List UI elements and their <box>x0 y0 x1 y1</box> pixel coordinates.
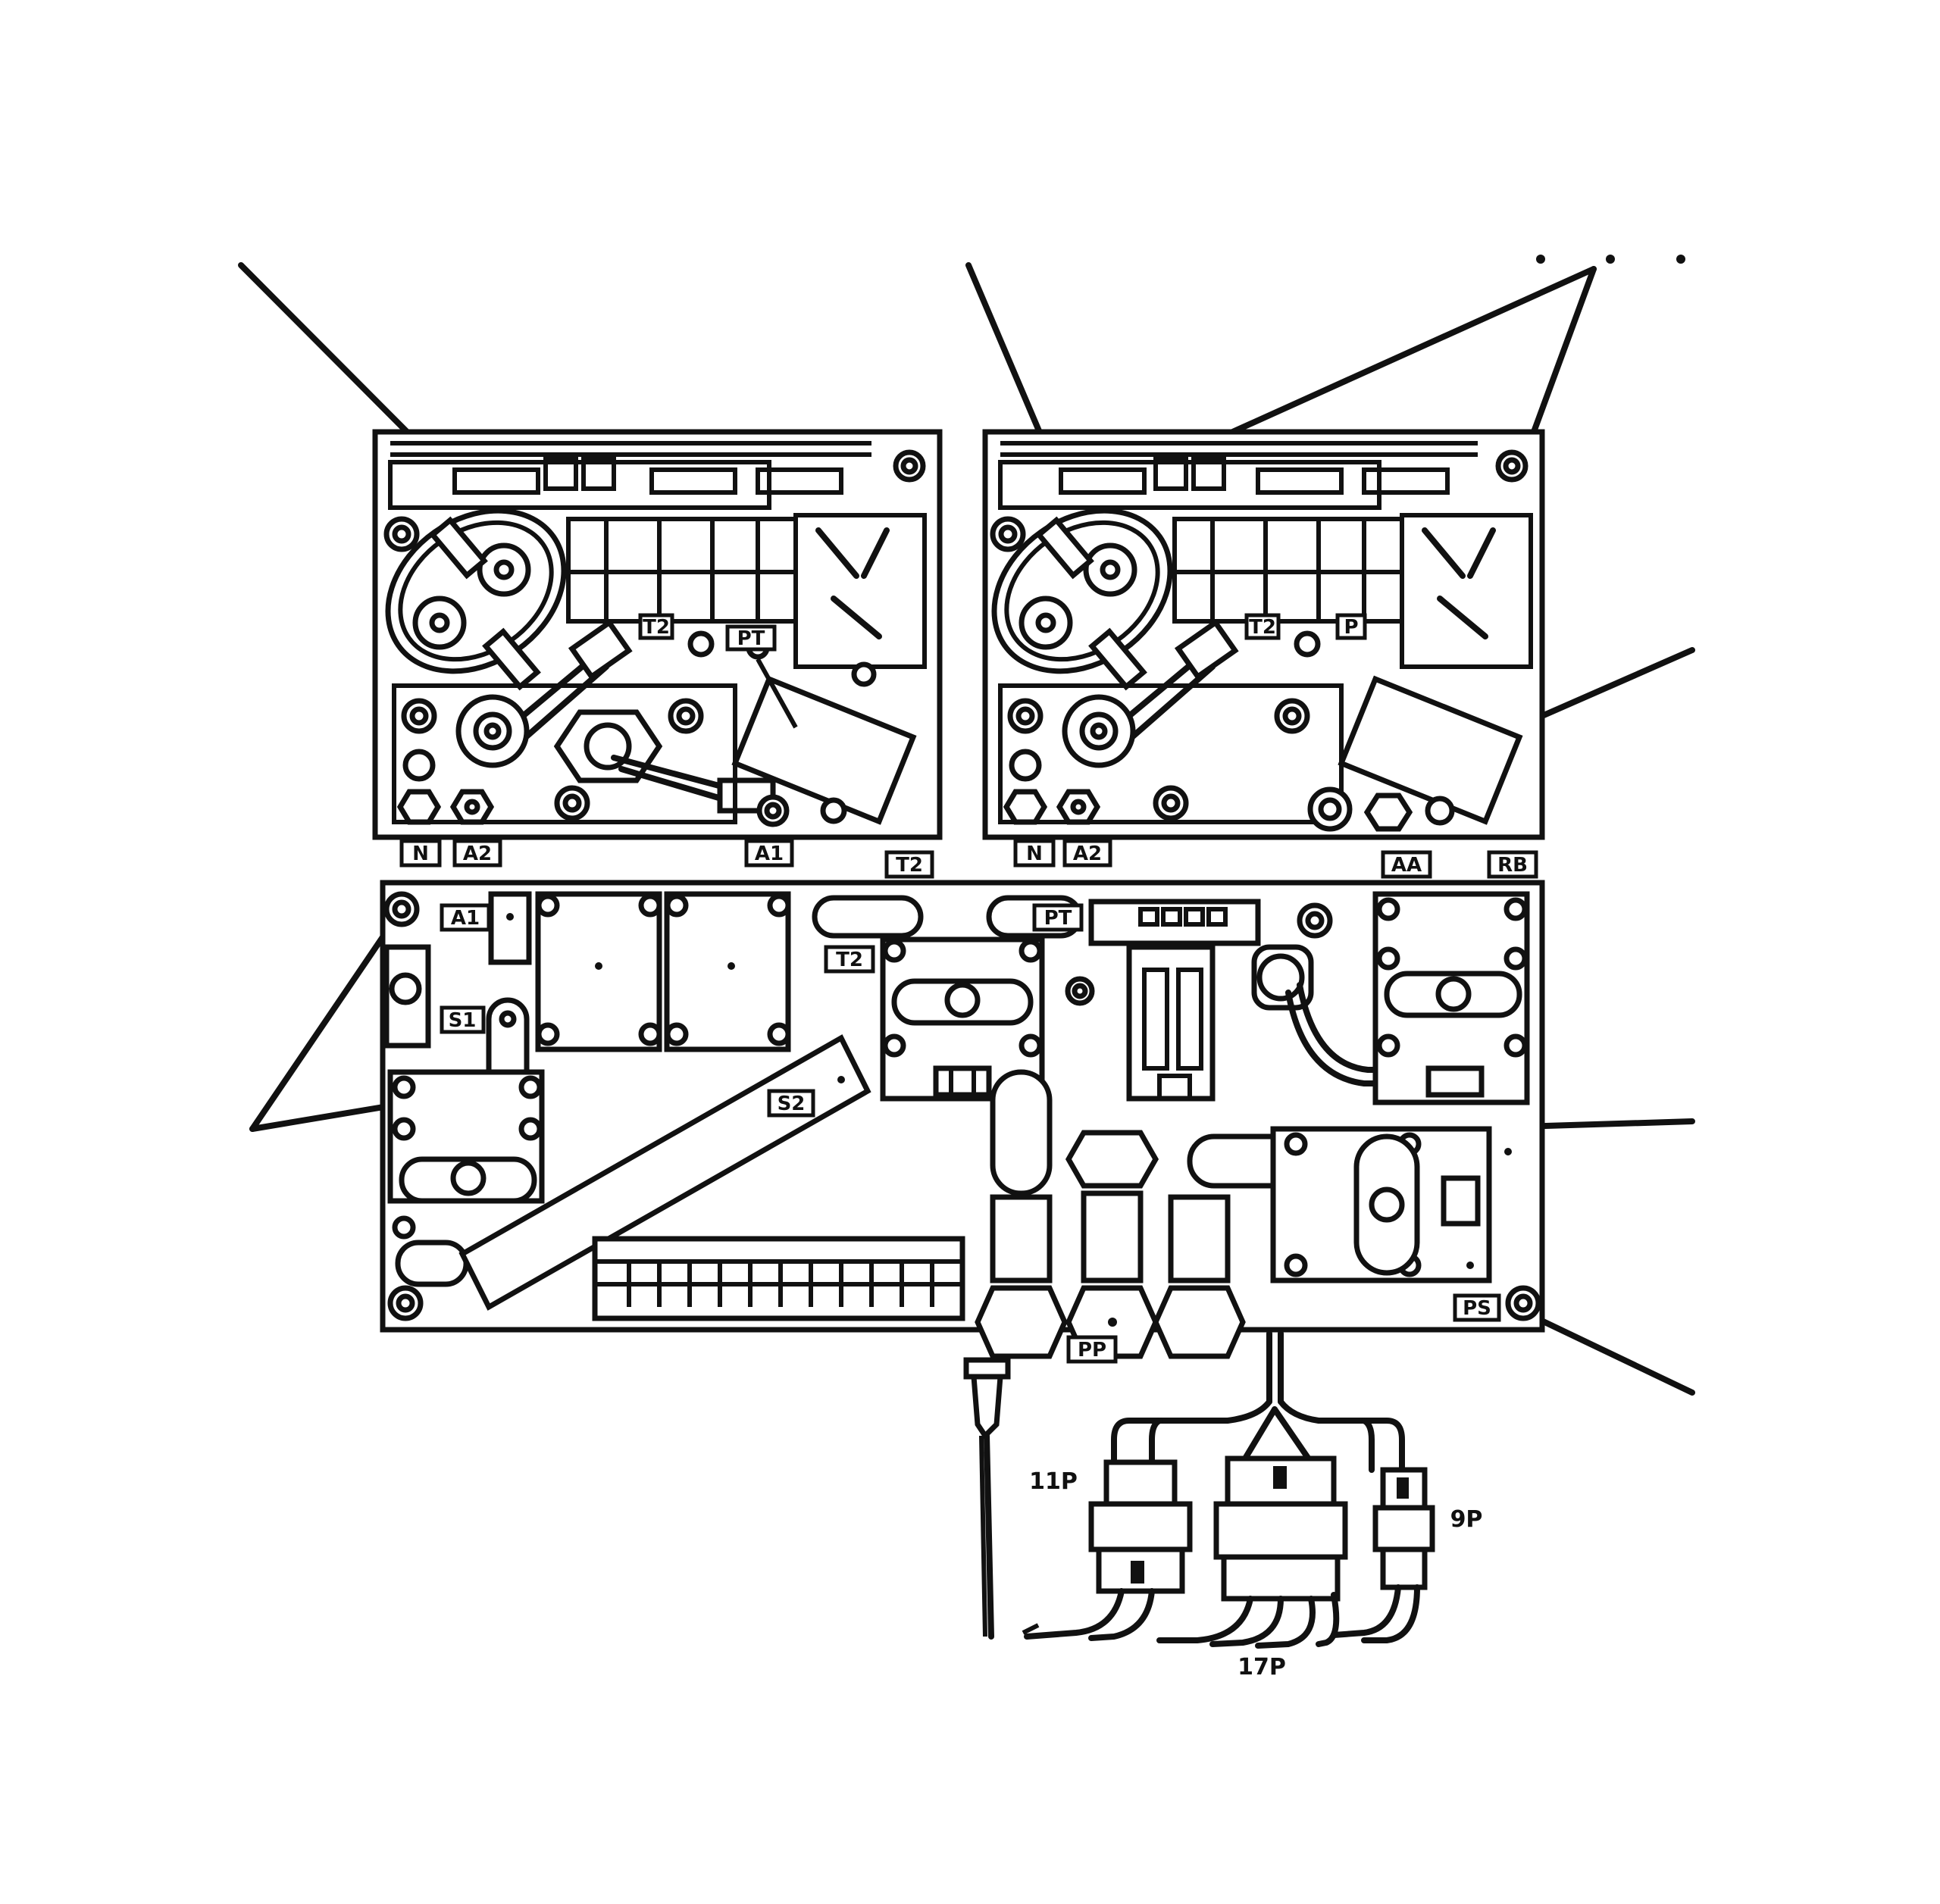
label-t2-right-top: T2 <box>1249 616 1276 639</box>
corner-dots <box>1536 255 1685 264</box>
label-a1-base: A1 <box>451 907 480 930</box>
label-a1-left-bottom: A1 <box>755 843 784 865</box>
label-17p: 17P <box>1238 1654 1286 1680</box>
label-n-right: N <box>1026 843 1043 865</box>
label-aa: AA <box>1391 854 1422 877</box>
cable-harness <box>963 1330 1435 1649</box>
base-panel: A1 S1 PT T2 S2 PS PP <box>380 880 1545 1364</box>
label-s2: S2 <box>778 1093 806 1115</box>
label-rb: RB <box>1497 854 1528 877</box>
label-p-right-top: P <box>1344 616 1358 639</box>
label-a2-left: A2 <box>463 843 492 865</box>
connector-labels: 11P 17P 9P <box>1029 1468 1482 1680</box>
label-pt-base: PT <box>1044 907 1072 930</box>
label-a2-right: A2 <box>1073 843 1102 865</box>
right-module-tags: N A2 T2 AA RB <box>884 839 1538 879</box>
left-module-tags: N A2 A1 <box>399 839 794 868</box>
label-pp: PP <box>1078 1339 1106 1362</box>
label-n-left: N <box>412 843 429 865</box>
right-upper-module: T2 P <box>982 429 1545 840</box>
label-t2-mid: T2 <box>896 854 923 877</box>
label-s1: S1 <box>449 1009 477 1032</box>
label-pt-left-top: PT <box>737 627 765 650</box>
label-t2-left-top: T2 <box>643 616 670 639</box>
label-t2-base: T2 <box>836 949 863 971</box>
left-upper-module: T2 PT <box>372 429 943 840</box>
label-9p: 9P <box>1450 1506 1483 1533</box>
label-11p: 11P <box>1029 1468 1078 1495</box>
label-ps: PS <box>1463 1297 1491 1320</box>
